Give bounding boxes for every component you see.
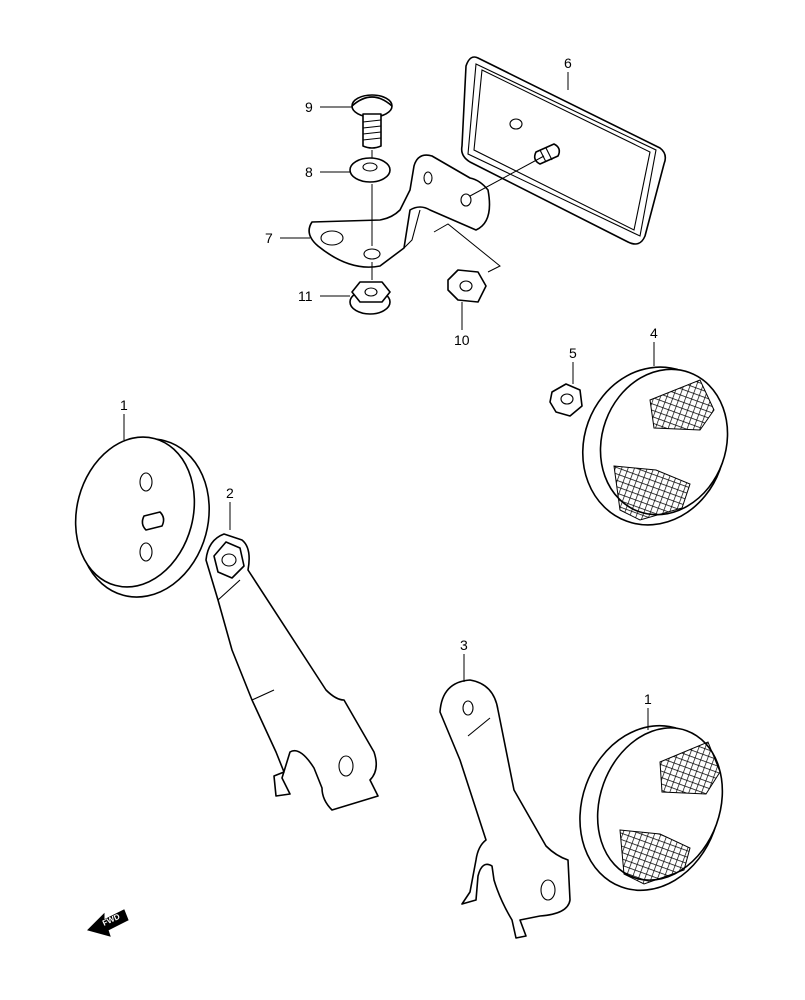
license-bracket	[308, 154, 491, 268]
callout-2: 2	[226, 485, 234, 501]
callout-11: 11	[298, 288, 313, 304]
washer	[349, 157, 391, 183]
bolt	[351, 94, 393, 149]
assembly-lines	[371, 150, 545, 280]
callout-1-left: 1	[120, 397, 128, 413]
leader-lines	[123, 72, 655, 730]
round-reflector-upper	[581, 366, 729, 526]
fwd-arrow: FWD	[87, 909, 129, 937]
callout-8: 8	[305, 164, 313, 180]
callout-9: 9	[305, 99, 313, 115]
callouts: 9 8 7 11 10 6 4 5 1 2 3 1	[120, 55, 658, 707]
round-reflector-lower	[579, 724, 724, 892]
right-bracket	[439, 679, 571, 939]
round-reflector-left	[74, 436, 210, 598]
left-bracket	[205, 533, 379, 811]
flange-nut	[349, 281, 391, 315]
callout-4: 4	[650, 325, 658, 341]
callout-3: 3	[460, 637, 468, 653]
small-nut	[549, 383, 583, 417]
rect-reflector	[460, 56, 667, 245]
callout-7: 7	[265, 230, 273, 246]
nut	[447, 269, 487, 303]
callout-6: 6	[564, 55, 572, 71]
callout-5: 5	[569, 345, 577, 361]
callout-10: 10	[454, 332, 470, 348]
callout-1-right: 1	[644, 691, 652, 707]
